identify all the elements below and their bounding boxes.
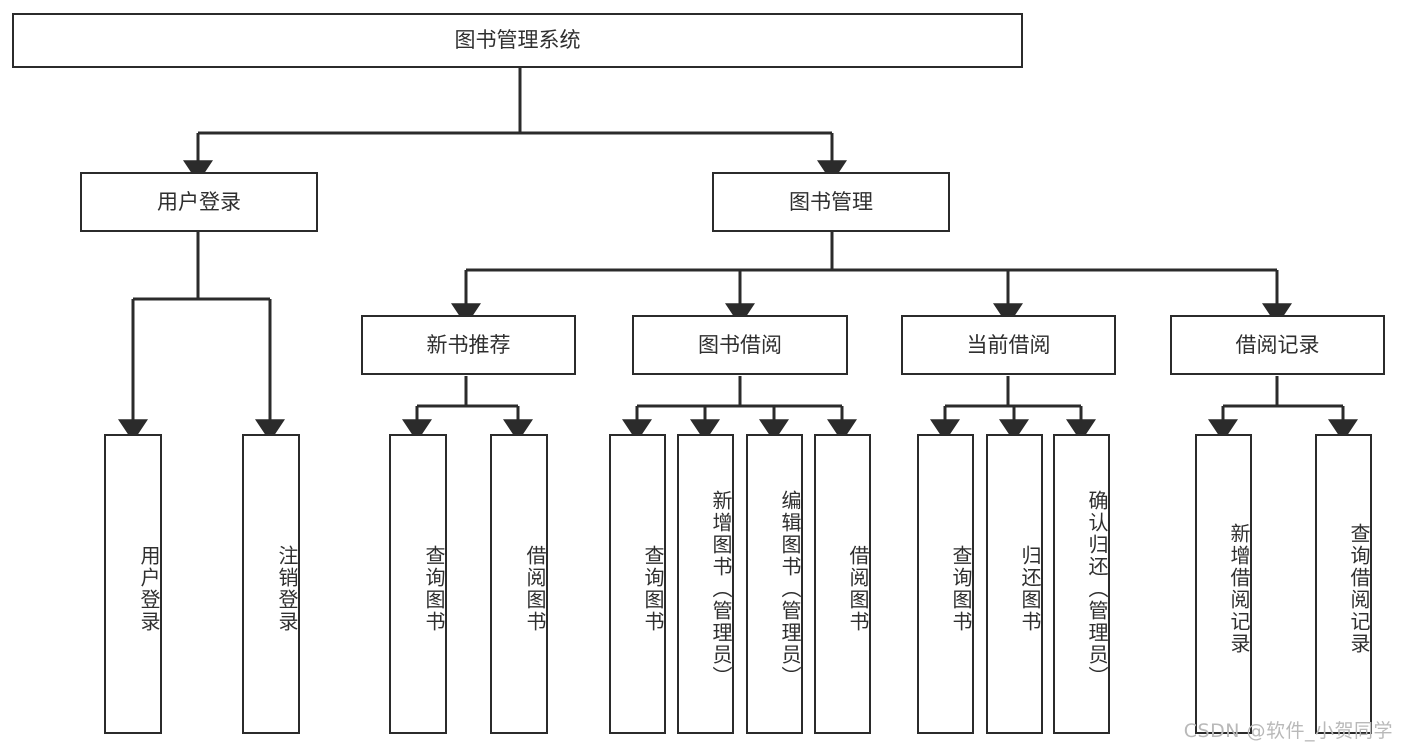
- leaf-confirm-return-admin[interactable]: 确认归还（管理员）: [1053, 434, 1110, 734]
- node-book-borrow[interactable]: 图书借阅: [632, 315, 848, 375]
- leaf-add-book-admin[interactable]: 新增图书（管理员）: [677, 434, 734, 734]
- leaf-borrow-book[interactable]: 借阅图书: [814, 434, 871, 734]
- node-book-management[interactable]: 图书管理: [712, 172, 950, 232]
- leaf-logout[interactable]: 注销登录: [242, 434, 300, 734]
- leaf-query-book-new-recommend[interactable]: 查询图书: [389, 434, 447, 734]
- node-current-borrow[interactable]: 当前借阅: [901, 315, 1116, 375]
- leaf-add-borrow-record[interactable]: 新增借阅记录: [1195, 434, 1252, 734]
- leaf-user-login[interactable]: 用户登录: [104, 434, 162, 734]
- watermark-text: CSDN @软件_小贺同学: [1183, 720, 1393, 742]
- leaf-return-book[interactable]: 归还图书: [986, 434, 1043, 734]
- node-user-login[interactable]: 用户登录: [80, 172, 318, 232]
- leaf-edit-book-admin[interactable]: 编辑图书（管理员）: [746, 434, 803, 734]
- leaf-query-book-borrow[interactable]: 查询图书: [609, 434, 666, 734]
- leaf-borrow-book-new-recommend[interactable]: 借阅图书: [490, 434, 548, 734]
- node-root-book-management-system[interactable]: 图书管理系统: [12, 13, 1023, 68]
- leaf-query-book-current[interactable]: 查询图书: [917, 434, 974, 734]
- node-borrow-record[interactable]: 借阅记录: [1170, 315, 1385, 375]
- node-new-book-recommend[interactable]: 新书推荐: [361, 315, 576, 375]
- leaf-query-borrow-record[interactable]: 查询借阅记录: [1315, 434, 1372, 734]
